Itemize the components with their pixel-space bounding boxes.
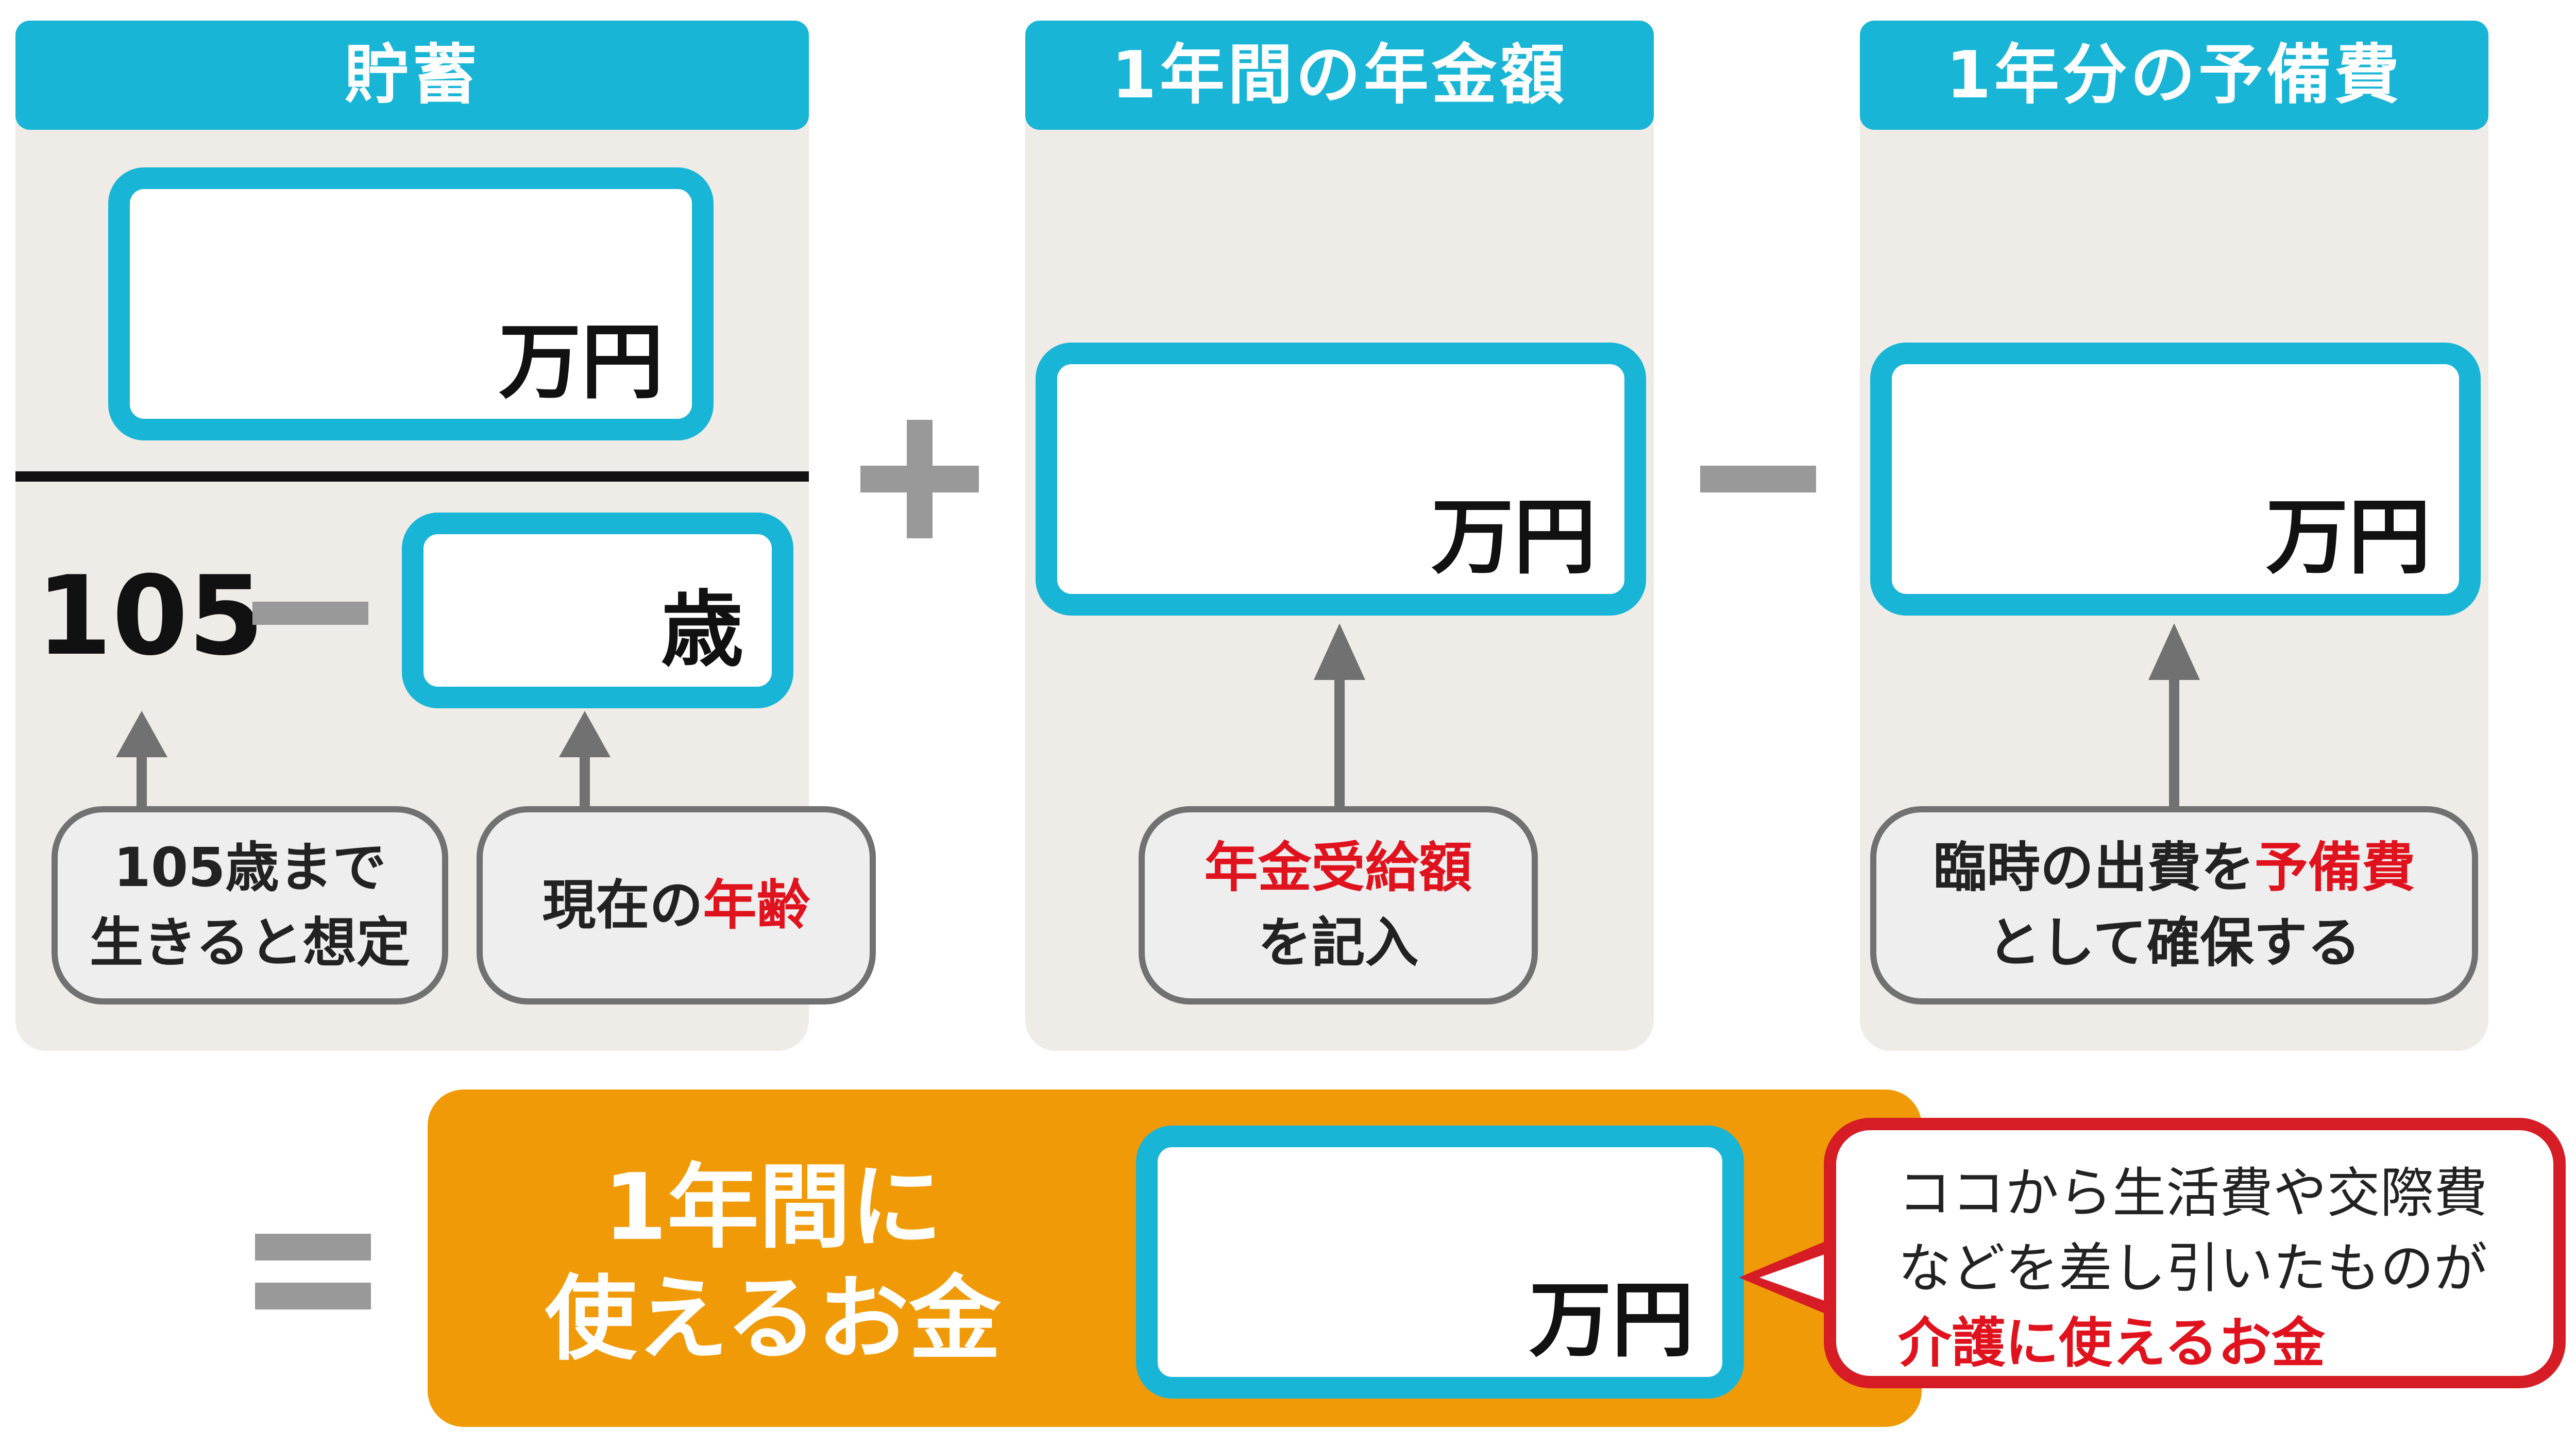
current-age-input[interactable]: 歳: [402, 513, 793, 708]
note-line: を記入: [1258, 911, 1419, 974]
plus-icon-v: [907, 420, 933, 538]
savings-header: 貯蓄: [15, 21, 809, 130]
arrow-up-icon: [2148, 623, 2200, 814]
note-highlight: 年金受給額: [1204, 836, 1472, 899]
reserve-note: 臨時の出費を予備費 として確保する: [1870, 806, 2478, 1005]
note-text: 現在の: [542, 873, 703, 937]
equals-icon-top: [255, 1234, 371, 1261]
pension-input[interactable]: 万円: [1036, 343, 1646, 616]
reserve-unit: 万円: [2265, 489, 2431, 585]
result-line: 1年間に: [603, 1154, 942, 1261]
arrow-up-icon: [116, 711, 167, 814]
arrow-up-icon: [559, 711, 611, 814]
note-highlight: 予備費: [2255, 836, 2416, 899]
note-text: 臨時の出費を: [1933, 836, 2255, 899]
bubble-highlight: 介護に使えるお金: [1898, 1312, 2325, 1375]
minus-icon: [252, 602, 368, 625]
savings-input[interactable]: 万円: [108, 167, 714, 440]
bubble-line: などを差し引いたものが: [1898, 1236, 2488, 1300]
current-age-note: 現在の年齢: [477, 806, 876, 1005]
result-label: 1年間に 使えるお金: [515, 1151, 1030, 1375]
note-line: として確保する: [1987, 911, 2361, 974]
age-105: 105: [36, 552, 264, 679]
note-line: 臨時の出費を予備費: [1933, 830, 2415, 906]
result-input[interactable]: 万円: [1136, 1126, 1744, 1399]
note-line: 現在の年齢: [542, 868, 810, 943]
equals-icon-bottom: [255, 1283, 371, 1309]
note-line: 105歳まで: [113, 836, 386, 899]
arrow-up-icon: [1314, 623, 1365, 814]
pension-header: 1年間の年金額: [1025, 21, 1654, 130]
age-unit: 歳: [660, 582, 743, 678]
result-line: 使えるお金: [545, 1266, 1001, 1373]
pension-note: 年金受給額 を記入: [1139, 806, 1538, 1005]
reserve-input[interactable]: 万円: [1870, 343, 2481, 616]
age-assumption-note: 105歳まで 生きると想定: [52, 806, 448, 1005]
minus-icon: [1700, 466, 1816, 492]
fraction-line: [15, 471, 809, 482]
reserve-header: 1年分の予備費: [1860, 21, 2488, 130]
pension-unit: 万円: [1431, 489, 1596, 585]
note-line: 生きると想定: [90, 911, 410, 974]
result-unit: 万円: [1529, 1272, 1694, 1368]
savings-unit: 万円: [498, 314, 664, 410]
note-highlight: 年齢: [703, 873, 810, 937]
speech-bubble: ココから生活費や交際費 などを差し引いたものが 介護に使えるお金: [1824, 1118, 2566, 1388]
bubble-line: ココから生活費や交際費: [1898, 1162, 2488, 1224]
